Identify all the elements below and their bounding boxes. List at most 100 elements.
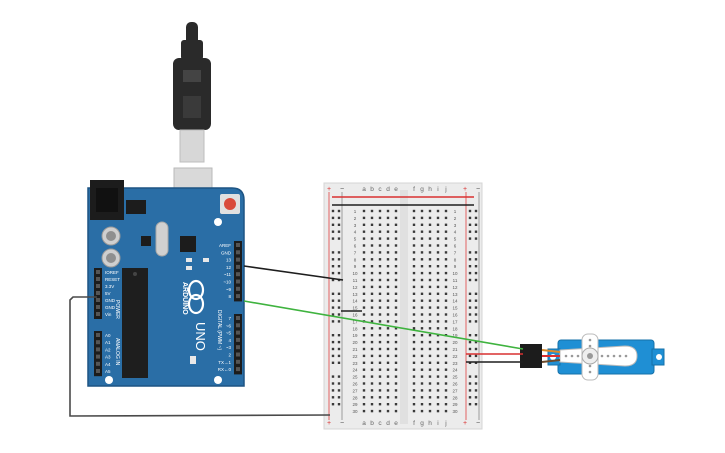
breadboard-hole[interactable] [444, 299, 448, 302]
rail-hole[interactable] [331, 299, 335, 302]
breadboard-hole[interactable] [362, 368, 366, 371]
breadboard-hole[interactable] [428, 320, 432, 323]
rail-hole[interactable] [337, 258, 341, 261]
breadboard-hole[interactable] [444, 209, 448, 213]
breadboard-hole[interactable] [362, 223, 366, 226]
breadboard-hole[interactable] [394, 334, 398, 337]
breadboard-hole[interactable] [428, 237, 432, 240]
breadboard-hole[interactable] [436, 347, 440, 351]
header-pin[interactable] [96, 270, 100, 274]
breadboard-hole[interactable] [420, 403, 424, 406]
header-pin[interactable] [96, 291, 100, 295]
rail-hole[interactable] [337, 320, 341, 323]
breadboard-hole[interactable] [394, 327, 398, 330]
breadboard-hole[interactable] [412, 258, 416, 261]
breadboard-hole[interactable] [420, 258, 424, 261]
breadboard-hole[interactable] [428, 409, 432, 413]
breadboard-hole[interactable] [370, 403, 374, 406]
breadboard-hole[interactable] [412, 334, 416, 337]
breadboard-hole[interactable] [428, 244, 432, 247]
breadboard-hole[interactable] [420, 396, 424, 399]
breadboard-hole[interactable] [362, 265, 366, 268]
rail-hole[interactable] [331, 389, 335, 392]
breadboard-hole[interactable] [436, 237, 440, 240]
rail-hole[interactable] [468, 334, 472, 337]
breadboard-hole[interactable] [428, 230, 432, 233]
rail-hole[interactable] [468, 306, 472, 309]
rail-hole[interactable] [474, 396, 478, 399]
breadboard-hole[interactable] [394, 313, 398, 316]
breadboard-hole[interactable] [428, 223, 432, 226]
breadboard-hole[interactable] [436, 389, 440, 392]
rail-hole[interactable] [337, 209, 341, 213]
rail-hole[interactable] [331, 320, 335, 323]
breadboard-hole[interactable] [394, 216, 398, 220]
rail-hole[interactable] [474, 334, 478, 337]
breadboard-hole[interactable] [386, 340, 390, 344]
breadboard-hole[interactable] [362, 278, 366, 282]
breadboard-hole[interactable] [386, 265, 390, 268]
breadboard-hole[interactable] [420, 278, 424, 282]
rail-hole[interactable] [337, 223, 341, 226]
breadboard-hole[interactable] [428, 368, 432, 371]
breadboard-hole[interactable] [412, 216, 416, 220]
rail-hole[interactable] [331, 230, 335, 233]
breadboard-hole[interactable] [378, 230, 382, 233]
breadboard-hole[interactable] [370, 230, 374, 233]
breadboard-hole[interactable] [394, 292, 398, 295]
breadboard-hole[interactable] [420, 237, 424, 240]
breadboard-hole[interactable] [378, 299, 382, 302]
breadboard-hole[interactable] [378, 409, 382, 413]
breadboard-hole[interactable] [362, 409, 366, 413]
breadboard-hole[interactable] [444, 368, 448, 371]
breadboard-hole[interactable] [412, 340, 416, 344]
breadboard-hole[interactable] [378, 216, 382, 220]
breadboard-hole[interactable] [436, 258, 440, 261]
rail-hole[interactable] [331, 209, 335, 213]
breadboard-hole[interactable] [444, 382, 448, 385]
breadboard-hole[interactable] [444, 258, 448, 261]
breadboard-hole[interactable] [428, 347, 432, 351]
rail-hole[interactable] [468, 258, 472, 261]
breadboard-hole[interactable] [378, 396, 382, 399]
breadboard-hole[interactable] [412, 382, 416, 385]
breadboard-hole[interactable] [370, 258, 374, 261]
breadboard-hole[interactable] [428, 271, 432, 275]
breadboard-hole[interactable] [436, 327, 440, 330]
breadboard-hole[interactable] [428, 209, 432, 213]
breadboard-hole[interactable] [420, 382, 424, 385]
header-pin[interactable] [236, 330, 240, 335]
rail-hole[interactable] [337, 265, 341, 268]
header-pin[interactable] [96, 347, 100, 352]
rail-hole[interactable] [337, 347, 341, 351]
rail-hole[interactable] [474, 389, 478, 392]
rail-hole[interactable] [474, 278, 478, 282]
rail-hole[interactable] [468, 320, 472, 323]
breadboard-hole[interactable] [370, 216, 374, 220]
breadboard-hole[interactable] [370, 223, 374, 226]
rail-hole[interactable] [468, 340, 472, 344]
breadboard-hole[interactable] [412, 251, 416, 254]
header-pin[interactable] [96, 312, 100, 316]
breadboard-hole[interactable] [428, 361, 432, 364]
rail-hole[interactable] [331, 396, 335, 399]
rail-hole[interactable] [468, 223, 472, 226]
breadboard-hole[interactable] [444, 216, 448, 220]
breadboard-hole[interactable] [444, 244, 448, 247]
rail-hole[interactable] [474, 313, 478, 316]
header-pin[interactable] [236, 250, 240, 255]
breadboard-hole[interactable] [362, 327, 366, 330]
breadboard-hole[interactable] [386, 409, 390, 413]
breadboard-hole[interactable] [412, 278, 416, 282]
breadboard-hole[interactable] [394, 244, 398, 247]
header-pin[interactable] [236, 359, 240, 364]
breadboard-hole[interactable] [370, 209, 374, 213]
breadboard-hole[interactable] [436, 334, 440, 337]
breadboard-hole[interactable] [412, 265, 416, 268]
rail-hole[interactable] [337, 403, 341, 406]
breadboard-hole[interactable] [370, 278, 374, 282]
breadboard-hole[interactable] [378, 244, 382, 247]
breadboard-hole[interactable] [412, 327, 416, 330]
breadboard-hole[interactable] [412, 368, 416, 371]
